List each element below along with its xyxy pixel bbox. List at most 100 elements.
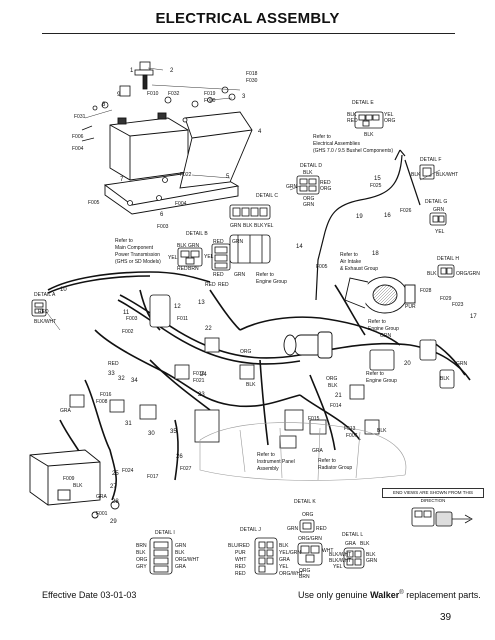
wire-labels-detail-e: BLK RED YEL ORG BLK bbox=[347, 112, 396, 138]
svg-text:Electrical Assemblies: Electrical Assemblies bbox=[313, 141, 360, 147]
svg-text:BLK: BLK bbox=[177, 243, 187, 249]
svg-text:23: 23 bbox=[198, 392, 205, 398]
svg-text:GRA: GRA bbox=[60, 408, 72, 414]
svg-text:RED: RED bbox=[205, 282, 216, 288]
svg-text:18: 18 bbox=[372, 251, 379, 257]
brand-name: Walker bbox=[370, 590, 400, 600]
wire-labels-detail-h: BLK ORG/GRN bbox=[427, 271, 480, 277]
svg-text:BLK: BLK bbox=[136, 550, 146, 556]
detail-d-title: DETAIL D bbox=[300, 163, 322, 169]
svg-text:ORG: ORG bbox=[302, 512, 314, 518]
svg-text:RED: RED bbox=[213, 239, 224, 245]
svg-text:F005: F005 bbox=[316, 264, 328, 270]
svg-text:19: 19 bbox=[356, 214, 363, 220]
svg-text:F008: F008 bbox=[96, 399, 108, 405]
svg-text:F018: F018 bbox=[246, 71, 258, 77]
note-instrument-panel: Refer to Instrument Panel Assembly bbox=[257, 452, 295, 472]
svg-text:F020: F020 bbox=[204, 98, 216, 104]
svg-text:F017: F017 bbox=[147, 474, 159, 480]
svg-text:ORG/GRN: ORG/GRN bbox=[298, 536, 322, 542]
svg-text:RED: RED bbox=[320, 180, 331, 186]
svg-text:F014: F014 bbox=[330, 403, 342, 409]
svg-text:RED: RED bbox=[316, 526, 327, 532]
svg-text:11: 11 bbox=[123, 310, 130, 316]
svg-text:GRN: GRN bbox=[234, 272, 246, 278]
starter-solenoid bbox=[283, 331, 333, 359]
svg-text:YEL: YEL bbox=[204, 254, 214, 260]
wire-labels-detail-l: GRA BLK BLK/WHT BLK/WHT BLK YEL GRN bbox=[329, 541, 378, 570]
svg-text:RED: RED bbox=[235, 564, 246, 570]
svg-text:Refer to: Refer to bbox=[115, 238, 133, 244]
svg-text:BLK/WHT: BLK/WHT bbox=[436, 172, 458, 178]
detail-j-title: DETAIL J bbox=[240, 527, 261, 533]
svg-text:F029: F029 bbox=[440, 296, 452, 302]
svg-text:BRN: BRN bbox=[188, 266, 199, 272]
svg-text:21: 21 bbox=[335, 393, 342, 399]
svg-text:Main Component: Main Component bbox=[115, 245, 154, 251]
svg-text:Refer to: Refer to bbox=[256, 272, 274, 278]
svg-text:GRA: GRA bbox=[96, 494, 108, 500]
svg-text:2: 2 bbox=[170, 68, 174, 74]
part-number-callouts: 1 2 3 4 5 6 7 8 9 10 11 12 13 14 15 16 1… bbox=[60, 68, 477, 525]
svg-text:GRY: GRY bbox=[136, 564, 147, 570]
svg-text:BRN: BRN bbox=[299, 574, 310, 580]
upper-hardware bbox=[81, 61, 236, 206]
svg-text:3: 3 bbox=[242, 94, 246, 100]
battery-tray bbox=[103, 169, 240, 215]
detail-a-title: DETAIL A bbox=[34, 292, 56, 298]
svg-text:34: 34 bbox=[131, 378, 138, 384]
svg-text:F003: F003 bbox=[157, 224, 169, 230]
svg-text:YEL: YEL bbox=[333, 564, 343, 570]
svg-text:8: 8 bbox=[102, 102, 106, 108]
svg-text:F032: F032 bbox=[168, 91, 180, 97]
svg-text:BLK: BLK bbox=[254, 223, 264, 229]
registered-mark: ® bbox=[399, 590, 404, 596]
effective-date: Effective Date 03-01-03 bbox=[42, 590, 137, 600]
svg-text:F010: F010 bbox=[147, 91, 159, 97]
svg-text:BLK: BLK bbox=[246, 382, 256, 388]
detail-l-title: DETAIL L bbox=[342, 532, 363, 538]
svg-text:Refer to: Refer to bbox=[318, 458, 336, 464]
svg-text:GRN: GRN bbox=[433, 207, 445, 213]
svg-text:GRN: GRN bbox=[286, 184, 298, 190]
svg-text:WHT: WHT bbox=[322, 548, 333, 554]
svg-text:GRN: GRN bbox=[456, 361, 468, 367]
svg-text:BLK: BLK bbox=[303, 170, 313, 176]
svg-text:BLK: BLK bbox=[328, 383, 338, 389]
svg-text:YEL: YEL bbox=[264, 223, 274, 229]
svg-text:F006: F006 bbox=[72, 134, 84, 140]
svg-text:ORG: ORG bbox=[384, 118, 396, 124]
svg-text:12: 12 bbox=[174, 304, 181, 310]
detail-k-title: DETAIL K bbox=[294, 499, 316, 505]
f-code-callouts: F018 F030 F010 F032 F019 F020 F031 F006 … bbox=[63, 71, 464, 517]
page-title: ELECTRICAL ASSEMBLY bbox=[155, 10, 340, 27]
svg-text:F007: F007 bbox=[346, 433, 358, 439]
svg-text:Refer to: Refer to bbox=[340, 252, 358, 258]
svg-text:GRN: GRN bbox=[230, 223, 242, 229]
wire-labels-detail-g: GRN YEL bbox=[433, 207, 445, 235]
relay-block bbox=[69, 234, 455, 449]
svg-text:BLU/RED: BLU/RED bbox=[228, 543, 250, 549]
detail-i-connector bbox=[149, 537, 173, 575]
svg-text:BLK: BLK bbox=[440, 376, 450, 382]
svg-text:YEL: YEL bbox=[279, 564, 289, 570]
svg-text:F024: F024 bbox=[122, 468, 134, 474]
wire-labels-detail-b: BLK GRN YEL RED BRN RED GRN YEL RED GRN bbox=[168, 239, 246, 278]
svg-text:16: 16 bbox=[384, 213, 391, 219]
svg-text:(GHS 7.0 / 9.5 Bushel Componen: (GHS 7.0 / 9.5 Bushel Components) bbox=[313, 148, 393, 154]
leader-lines bbox=[44, 67, 441, 331]
svg-text:Refer to: Refer to bbox=[257, 452, 275, 458]
wire-labels-detail-c: GRN BLK BLK YEL bbox=[230, 223, 274, 229]
svg-text:ORG: ORG bbox=[303, 196, 315, 202]
detail-c-title: DETAIL C bbox=[256, 193, 278, 199]
detail-fgh-connectors bbox=[419, 164, 455, 278]
wire-labels-detail-a: RED BLK/WHT bbox=[34, 309, 56, 325]
svg-text:F001: F001 bbox=[96, 511, 108, 517]
svg-text:BLK: BLK bbox=[73, 483, 83, 489]
note-main-component: Refer to Main Component Power Transmissi… bbox=[115, 238, 161, 265]
svg-text:WHT: WHT bbox=[235, 557, 246, 563]
svg-text:F030: F030 bbox=[246, 78, 258, 84]
svg-text:14: 14 bbox=[296, 244, 303, 250]
detail-e-title: DETAIL E bbox=[352, 100, 374, 106]
engine-outline bbox=[199, 422, 407, 481]
